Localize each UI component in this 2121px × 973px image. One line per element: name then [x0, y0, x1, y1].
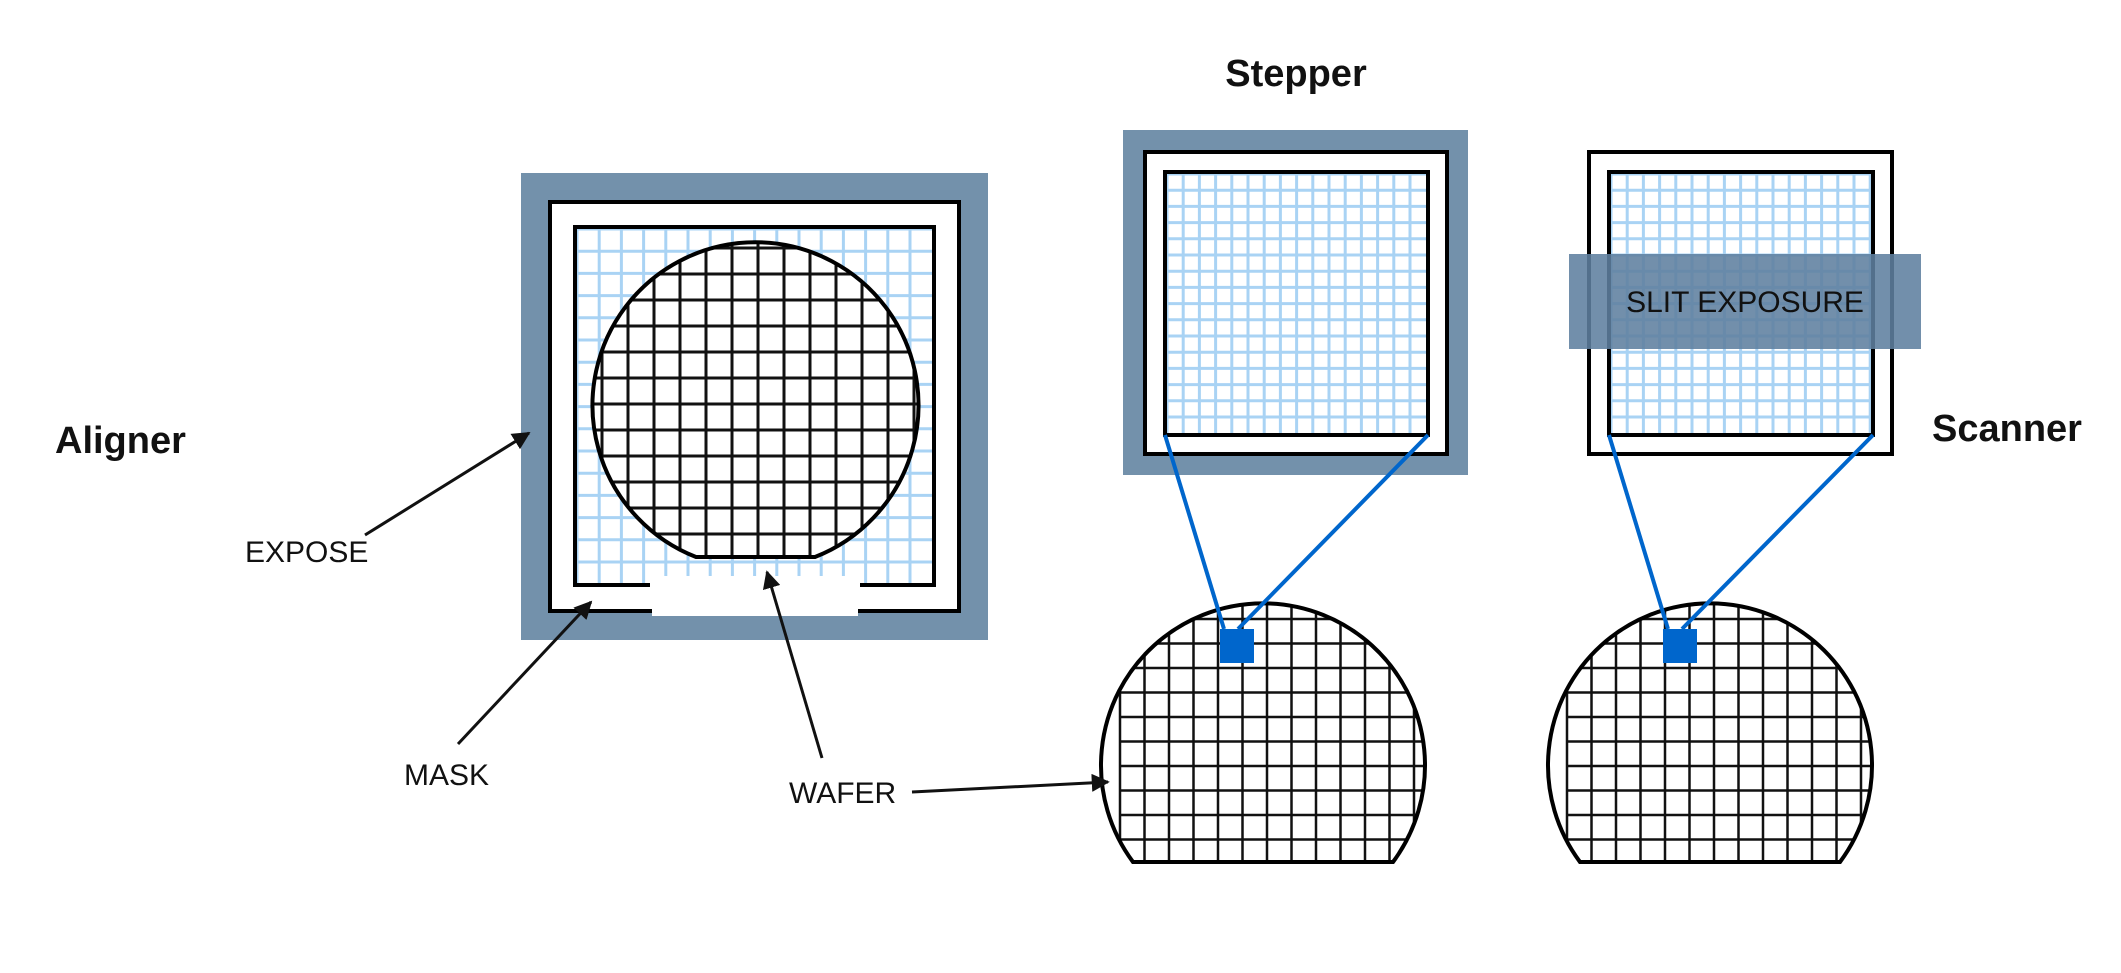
scanner-wafer-outline	[1546, 601, 1874, 864]
wafer-label: WAFER	[789, 777, 896, 810]
scanner-wafer	[1546, 601, 1874, 864]
wafer-arrow-aligner	[762, 570, 824, 759]
mask-arrow	[456, 600, 593, 746]
scanner-group: SLIT EXPOSURE	[1546, 150, 1921, 864]
scanner-projection-left	[1607, 434, 1670, 630]
scanner-title: Scanner	[1932, 408, 2082, 450]
scanner-exposed-die	[1663, 629, 1697, 663]
slit-exposure-label: SLIT EXPOSURE	[1626, 286, 1864, 319]
aligner-group	[521, 173, 988, 640]
stepper-wafer-outline	[1099, 601, 1427, 864]
aligner-wafer	[590, 240, 921, 559]
aligner-mask-border	[573, 225, 936, 587]
scanner-projection-right	[1680, 433, 1875, 631]
stepper-group	[1099, 130, 1468, 864]
stepper-title: Stepper	[1225, 53, 1367, 95]
stepper-wafer-fill	[1100, 603, 1426, 862]
aligner-wafer-outline	[590, 240, 921, 559]
stepper-wafer	[1099, 601, 1427, 864]
scanner-wafer-fill	[1548, 603, 1873, 862]
stepper-mask-border	[1163, 170, 1430, 437]
expose-label: EXPOSE	[245, 536, 368, 569]
mask-label: MASK	[404, 759, 489, 792]
expose-arrow	[364, 431, 531, 537]
wafer-arrow-stepper	[911, 773, 1110, 794]
stepper-exposed-die	[1220, 629, 1254, 663]
stepper-projection-left	[1163, 434, 1226, 630]
scanner-slit-band	[1569, 254, 1921, 349]
aligner-title: Aligner	[55, 420, 186, 462]
aligner-mask-gap	[652, 576, 858, 616]
stepper-projection-right	[1236, 433, 1430, 631]
